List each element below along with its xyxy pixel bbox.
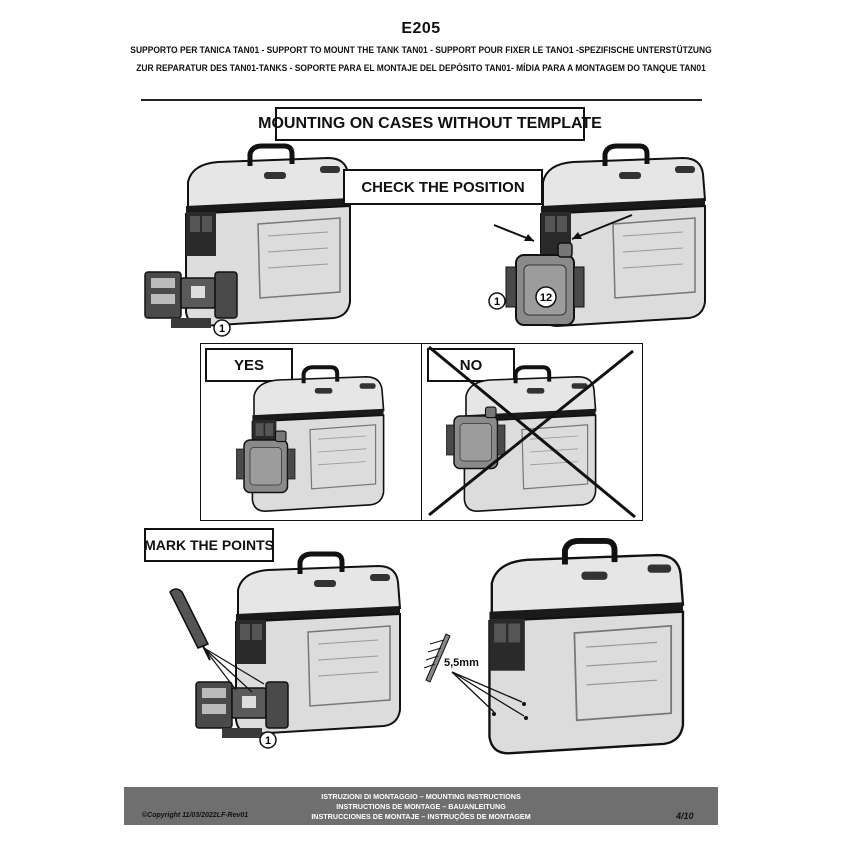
footer-bar <box>124 787 718 825</box>
section-title: MOUNTING ON CASES WITHOUT TEMPLATE <box>258 107 602 141</box>
footer-line-2: INSTRUCTIONS DE MONTAGE – BAUANLEITUNG <box>336 802 506 811</box>
header-title-line-2: ZUR REPARATUR DES TAN01-TANKS - SOPORTE … <box>136 63 706 73</box>
callout-ref-1-text: 1 <box>219 323 225 335</box>
callout-ref-1-text-b: 1 <box>494 296 500 308</box>
check-position-label: CHECK THE POSITION <box>343 169 543 205</box>
footer-copyright: ©Copyright 11/03/2022LF-Rev01 <box>142 812 249 819</box>
check-arrows <box>493 214 633 242</box>
callout-ref-1-bottom-left: 1 <box>259 731 277 749</box>
callout-ref-1-top-left: 1 <box>213 319 231 337</box>
header-divider <box>141 99 702 101</box>
no-cross-mark <box>428 345 636 519</box>
case-illustration-bottom-right <box>480 548 700 778</box>
yes-label: YES <box>205 348 293 382</box>
drill-size-label: 5,5mm <box>444 657 479 669</box>
drill-point-arrows <box>451 671 528 720</box>
drill-bit-illustration <box>423 633 451 683</box>
tank-illustration-yes <box>235 430 296 494</box>
callout-ref-1-text-c: 1 <box>265 735 271 747</box>
callout-ref-12-text: 12 <box>540 292 552 304</box>
callout-ref-12: 12 <box>535 286 557 308</box>
callout-ref-1-top-right: 1 <box>488 292 506 310</box>
page-number: 4/10 <box>676 811 694 821</box>
mark-points-label: MARK THE POINTS <box>144 528 274 562</box>
header-title-line-1: SUPPORTO PER TANICA TAN01 - SUPPORT TO M… <box>130 45 712 55</box>
document-code: E205 <box>401 20 441 37</box>
footer-line-3: INSTRUCCIONES DE MONTAJE – INSTRUÇÕES DE… <box>311 812 531 821</box>
footer-line-1: ISTRUZIONI DI MONTAGGIO – MOUNTING INSTR… <box>321 792 521 801</box>
marker-pen-illustration <box>169 588 265 693</box>
